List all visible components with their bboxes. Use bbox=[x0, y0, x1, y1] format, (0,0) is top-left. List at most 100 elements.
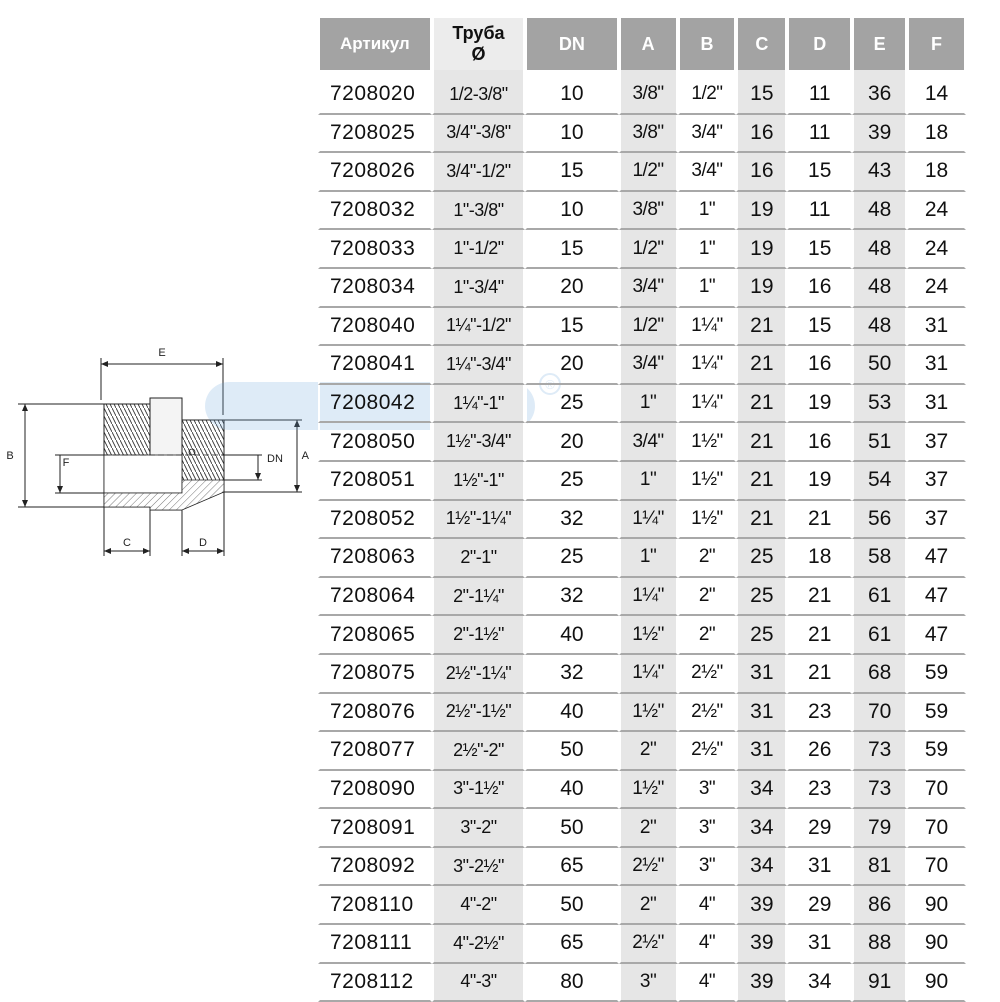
cell-a: 1½" bbox=[618, 693, 678, 733]
cell-d: 21 bbox=[787, 577, 853, 617]
header-pipe-symbol: Ø bbox=[471, 44, 486, 64]
cell-pipe: 2½"-2" bbox=[431, 732, 526, 771]
cell-a: 3/8" bbox=[618, 70, 678, 115]
cell-article: 7208026 bbox=[318, 153, 432, 192]
cell-e: 43 bbox=[852, 153, 908, 192]
cell-b: 1" bbox=[677, 191, 737, 231]
cell-a: 1½" bbox=[618, 770, 678, 810]
cell-pipe: 1½"-3/4" bbox=[431, 423, 526, 462]
cell-article: 7208090 bbox=[318, 770, 432, 810]
cell-e: 86 bbox=[852, 886, 908, 926]
cell-f: 37 bbox=[907, 423, 966, 462]
cell-b: 2½" bbox=[677, 693, 737, 733]
cell-dn: 20 bbox=[525, 423, 619, 462]
header-article: Артикул bbox=[318, 18, 432, 70]
cell-article: 7208020 bbox=[318, 70, 432, 115]
cell-article: 7208033 bbox=[318, 230, 432, 269]
cell-d: 11 bbox=[787, 191, 853, 231]
cell-e: 61 bbox=[852, 577, 908, 617]
cell-d: 16 bbox=[787, 346, 853, 385]
cell-c: 21 bbox=[736, 461, 788, 501]
cell-pipe: 3"-1½" bbox=[431, 770, 526, 810]
cell-pipe: 1"-3/4" bbox=[431, 268, 526, 308]
cell-f: 70 bbox=[907, 809, 966, 848]
cell-a: 1" bbox=[618, 539, 678, 578]
cell-f: 31 bbox=[907, 346, 966, 385]
cell-a: 3/8" bbox=[618, 191, 678, 231]
cell-b: 2" bbox=[677, 616, 737, 655]
cell-d: 26 bbox=[787, 732, 853, 771]
cell-f: 37 bbox=[907, 461, 966, 501]
cell-d: 21 bbox=[787, 616, 853, 655]
cell-pipe: 1½"-1¼" bbox=[431, 500, 526, 540]
cell-d: 29 bbox=[787, 809, 853, 848]
cell-b: 1/2" bbox=[677, 70, 737, 115]
cell-b: 1¼" bbox=[677, 307, 737, 347]
cell-pipe: 3"-2" bbox=[431, 809, 526, 848]
label-a: A bbox=[302, 450, 310, 462]
cell-e: 88 bbox=[852, 925, 908, 964]
cell-pipe: 1½"-1" bbox=[431, 461, 526, 501]
cell-a: 3/4" bbox=[618, 423, 678, 462]
cell-dn: 40 bbox=[525, 693, 619, 733]
header-d: D bbox=[787, 18, 853, 70]
label-c: C bbox=[123, 537, 131, 549]
header-pipe-label: Труба bbox=[452, 23, 505, 43]
cell-c: 34 bbox=[736, 809, 788, 848]
cell-article: 7208075 bbox=[318, 654, 432, 694]
cell-f: 24 bbox=[907, 191, 966, 231]
cell-b: 2" bbox=[677, 577, 737, 617]
cell-pipe: 1¼"-1/2" bbox=[431, 307, 526, 347]
cell-dn: 50 bbox=[525, 732, 619, 771]
cell-e: 36 bbox=[852, 70, 908, 115]
cell-d: 19 bbox=[787, 384, 853, 424]
header-e: E bbox=[852, 18, 908, 70]
cell-e: 73 bbox=[852, 732, 908, 771]
cell-d: 15 bbox=[787, 230, 853, 269]
cell-c: 21 bbox=[736, 500, 788, 540]
cell-pipe: 1/2-3/8" bbox=[431, 70, 526, 115]
header-dn: DN bbox=[525, 18, 619, 70]
cell-a: 1/2" bbox=[618, 230, 678, 269]
cell-c: 21 bbox=[736, 423, 788, 462]
cell-c: 21 bbox=[736, 346, 788, 385]
cell-f: 24 bbox=[907, 230, 966, 269]
cell-d: 15 bbox=[787, 153, 853, 192]
cell-b: 4" bbox=[677, 886, 737, 926]
cell-c: 31 bbox=[736, 732, 788, 771]
cell-e: 61 bbox=[852, 616, 908, 655]
cell-pipe: 2½"-1¼" bbox=[431, 654, 526, 694]
cell-dn: 25 bbox=[525, 461, 619, 501]
label-dn: DN bbox=[267, 453, 283, 465]
header-f: F bbox=[907, 18, 966, 70]
cell-d: 15 bbox=[787, 307, 853, 347]
cell-e: 56 bbox=[852, 500, 908, 540]
cell-pipe: 1¼"-1" bbox=[431, 384, 526, 424]
cell-pipe: 4"-2½" bbox=[431, 925, 526, 964]
cell-d: 31 bbox=[787, 847, 853, 887]
cell-b: 2" bbox=[677, 539, 737, 578]
cell-c: 19 bbox=[736, 191, 788, 231]
cell-article: 7208111 bbox=[318, 925, 432, 964]
cell-d: 16 bbox=[787, 423, 853, 462]
cell-dn: 65 bbox=[525, 847, 619, 887]
cell-a: 1/2" bbox=[618, 307, 678, 347]
cell-d: 11 bbox=[787, 70, 853, 115]
cell-pipe: 4"-3" bbox=[431, 963, 526, 1002]
cell-c: 34 bbox=[736, 770, 788, 810]
cell-f: 90 bbox=[907, 886, 966, 926]
cell-dn: 15 bbox=[525, 230, 619, 269]
cell-dn: 10 bbox=[525, 70, 619, 115]
cell-f: 24 bbox=[907, 268, 966, 308]
cell-article: 7208091 bbox=[318, 809, 432, 848]
cell-article: 7208034 bbox=[318, 268, 432, 308]
